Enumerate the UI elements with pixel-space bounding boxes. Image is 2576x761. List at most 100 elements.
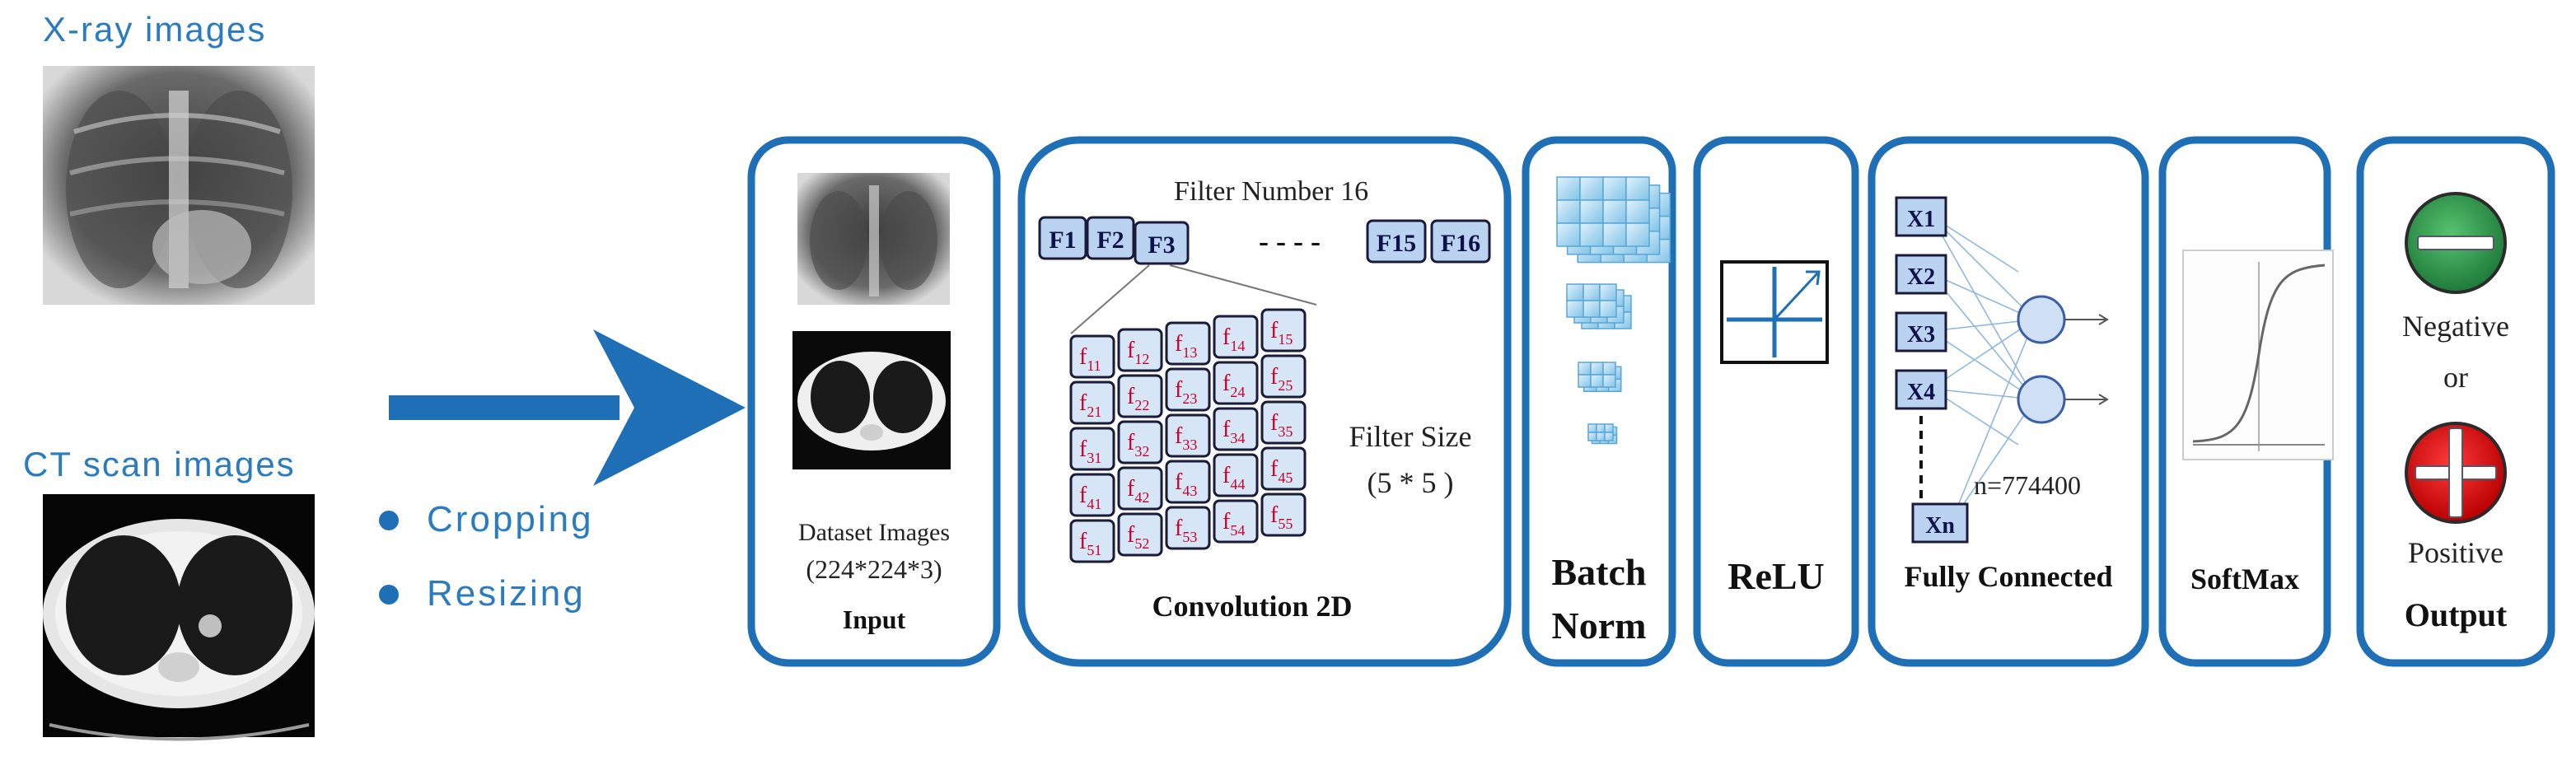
tensor-cell [1556, 176, 1581, 201]
filter-f2: F2 [1086, 216, 1135, 260]
filter-size-value: (5 * 5 ) [1367, 466, 1454, 499]
output-negative-label: Negative [2402, 310, 2509, 343]
tensor-cell [1625, 199, 1650, 224]
tensor-cell [1579, 222, 1604, 247]
tensor-cell [1599, 300, 1617, 318]
fc-input-x4: X4 [1895, 369, 1947, 410]
output-or-label: or [2443, 361, 2468, 394]
tensor-cell [1578, 362, 1592, 376]
tensor-cell [1583, 300, 1601, 318]
svg-text:f44: f44 [1223, 463, 1245, 493]
kernel-cell: f34 [1213, 407, 1259, 451]
svg-text:f32: f32 [1127, 430, 1149, 460]
kernel-cell: f53 [1165, 506, 1211, 550]
input-xray-thumbnail [797, 173, 950, 305]
positive-plus-icon [2405, 422, 2507, 524]
svg-text:Xn: Xn [1925, 513, 1955, 539]
kernel-cell: f14 [1213, 315, 1259, 359]
fully-connected-block: X1 X2 X3 X4 Xn n=774400 Fully Connected [1868, 136, 2149, 667]
svg-text:X3: X3 [1907, 322, 1935, 348]
output-positive-label: Positive [2408, 536, 2504, 569]
filter-f3: F3 [1134, 221, 1190, 265]
batch-norm-title-line1: Batch [1552, 551, 1647, 593]
tensor-cell [1596, 423, 1606, 433]
filter-f16: F16 [1430, 219, 1491, 264]
kernel-cell: f33 [1165, 413, 1211, 458]
tensor-cell [1604, 432, 1614, 441]
relu-block: ReLU [1693, 136, 1859, 667]
convolution-block: Filter Number 16 F1 F2 F3 - - - - F15 F1… [1017, 136, 1512, 667]
tensor-cell [1583, 283, 1601, 301]
step-cropping: Cropping [427, 499, 594, 539]
sigmoid-curve-icon [2182, 250, 2334, 460]
kernel-cell: f24 [1213, 361, 1259, 405]
fc-neuron [2017, 375, 2066, 424]
xray-image [43, 66, 315, 305]
svg-text:X1: X1 [1907, 207, 1935, 232]
svg-text:f24: f24 [1223, 371, 1245, 400]
kernel-cell: f35 [1260, 400, 1307, 445]
tensor-cell [1590, 362, 1604, 376]
convolution-title: Convolution 2D [1152, 590, 1352, 623]
flow-arrow-icon [389, 329, 746, 486]
tensor-cell [1602, 199, 1627, 224]
kernel-projection-lines [1070, 264, 1317, 334]
softmax-title: SoftMax [2190, 563, 2299, 595]
svg-text:f13: f13 [1175, 331, 1197, 361]
svg-text:f12: f12 [1127, 338, 1149, 367]
tensor-cell [1602, 176, 1627, 201]
filter-dashes: - - - - [1259, 225, 1321, 258]
kernel-cell: f23 [1165, 367, 1211, 412]
svg-text:F3: F3 [1148, 231, 1175, 259]
kernel-cell: f11 [1069, 334, 1115, 379]
tensor-cell [1599, 283, 1617, 301]
kernel-cell: f54 [1213, 499, 1259, 544]
svg-text:f54: f54 [1223, 509, 1245, 539]
input-caption-line2: (224*224*3) [806, 554, 942, 584]
filter-number-label: Filter Number 16 [1174, 176, 1368, 207]
svg-text:f52: f52 [1127, 522, 1149, 552]
output-title: Output [2405, 596, 2508, 633]
kernel-cell: f25 [1260, 354, 1307, 399]
tensor-cell [1556, 222, 1581, 247]
svg-text:F16: F16 [1441, 230, 1480, 257]
kernel-grid: f11f12f13f14f15f21f22f23f24f25f31f32f33f… [1069, 308, 1307, 563]
tensor-cell [1625, 222, 1650, 247]
kernel-cell: f44 [1213, 453, 1259, 497]
kernel-cell: f15 [1260, 308, 1307, 352]
ct-section: CT scan images [23, 445, 315, 741]
filter-f15: F15 [1366, 219, 1427, 264]
svg-text:f33: f33 [1175, 423, 1197, 453]
fc-input-x3: X3 [1895, 311, 1947, 352]
svg-text:f23: f23 [1175, 377, 1197, 407]
kernel-cell: f31 [1069, 427, 1115, 471]
svg-text:F1: F1 [1049, 226, 1076, 254]
svg-text:X2: X2 [1907, 264, 1935, 290]
kernel-cell: f43 [1165, 460, 1211, 504]
svg-text:f43: f43 [1175, 469, 1197, 499]
tensor-cell [1556, 199, 1581, 224]
svg-text:f53: f53 [1175, 516, 1197, 545]
kernel-cell: f22 [1117, 374, 1163, 418]
tensor-cell [1602, 362, 1616, 376]
tensor-stack-icon [1556, 176, 1671, 445]
tensor-cell [1596, 432, 1606, 441]
svg-text:f35: f35 [1270, 410, 1293, 440]
xray-section: X-ray images [43, 10, 315, 305]
svg-text:X4: X4 [1907, 380, 1935, 405]
relu-graph-icon [1720, 260, 1829, 364]
fc-title: Fully Connected [1904, 560, 2112, 593]
kernel-cell: f55 [1260, 493, 1307, 537]
filter-size-label: Filter Size [1349, 420, 1472, 453]
svg-text:f42: f42 [1127, 476, 1149, 506]
fc-input-xn: Xn [1911, 502, 1969, 544]
kernel-cell: f32 [1117, 420, 1163, 465]
negative-minus-icon [2405, 192, 2507, 294]
fc-output-arrows-icon [2064, 314, 2109, 405]
ct-image [43, 494, 315, 741]
fc-connections [1930, 215, 2036, 524]
kernel-cell: f51 [1069, 519, 1115, 563]
svg-text:f25: f25 [1270, 364, 1293, 394]
tensor-cell [1602, 374, 1616, 388]
svg-text:f34: f34 [1223, 417, 1245, 446]
